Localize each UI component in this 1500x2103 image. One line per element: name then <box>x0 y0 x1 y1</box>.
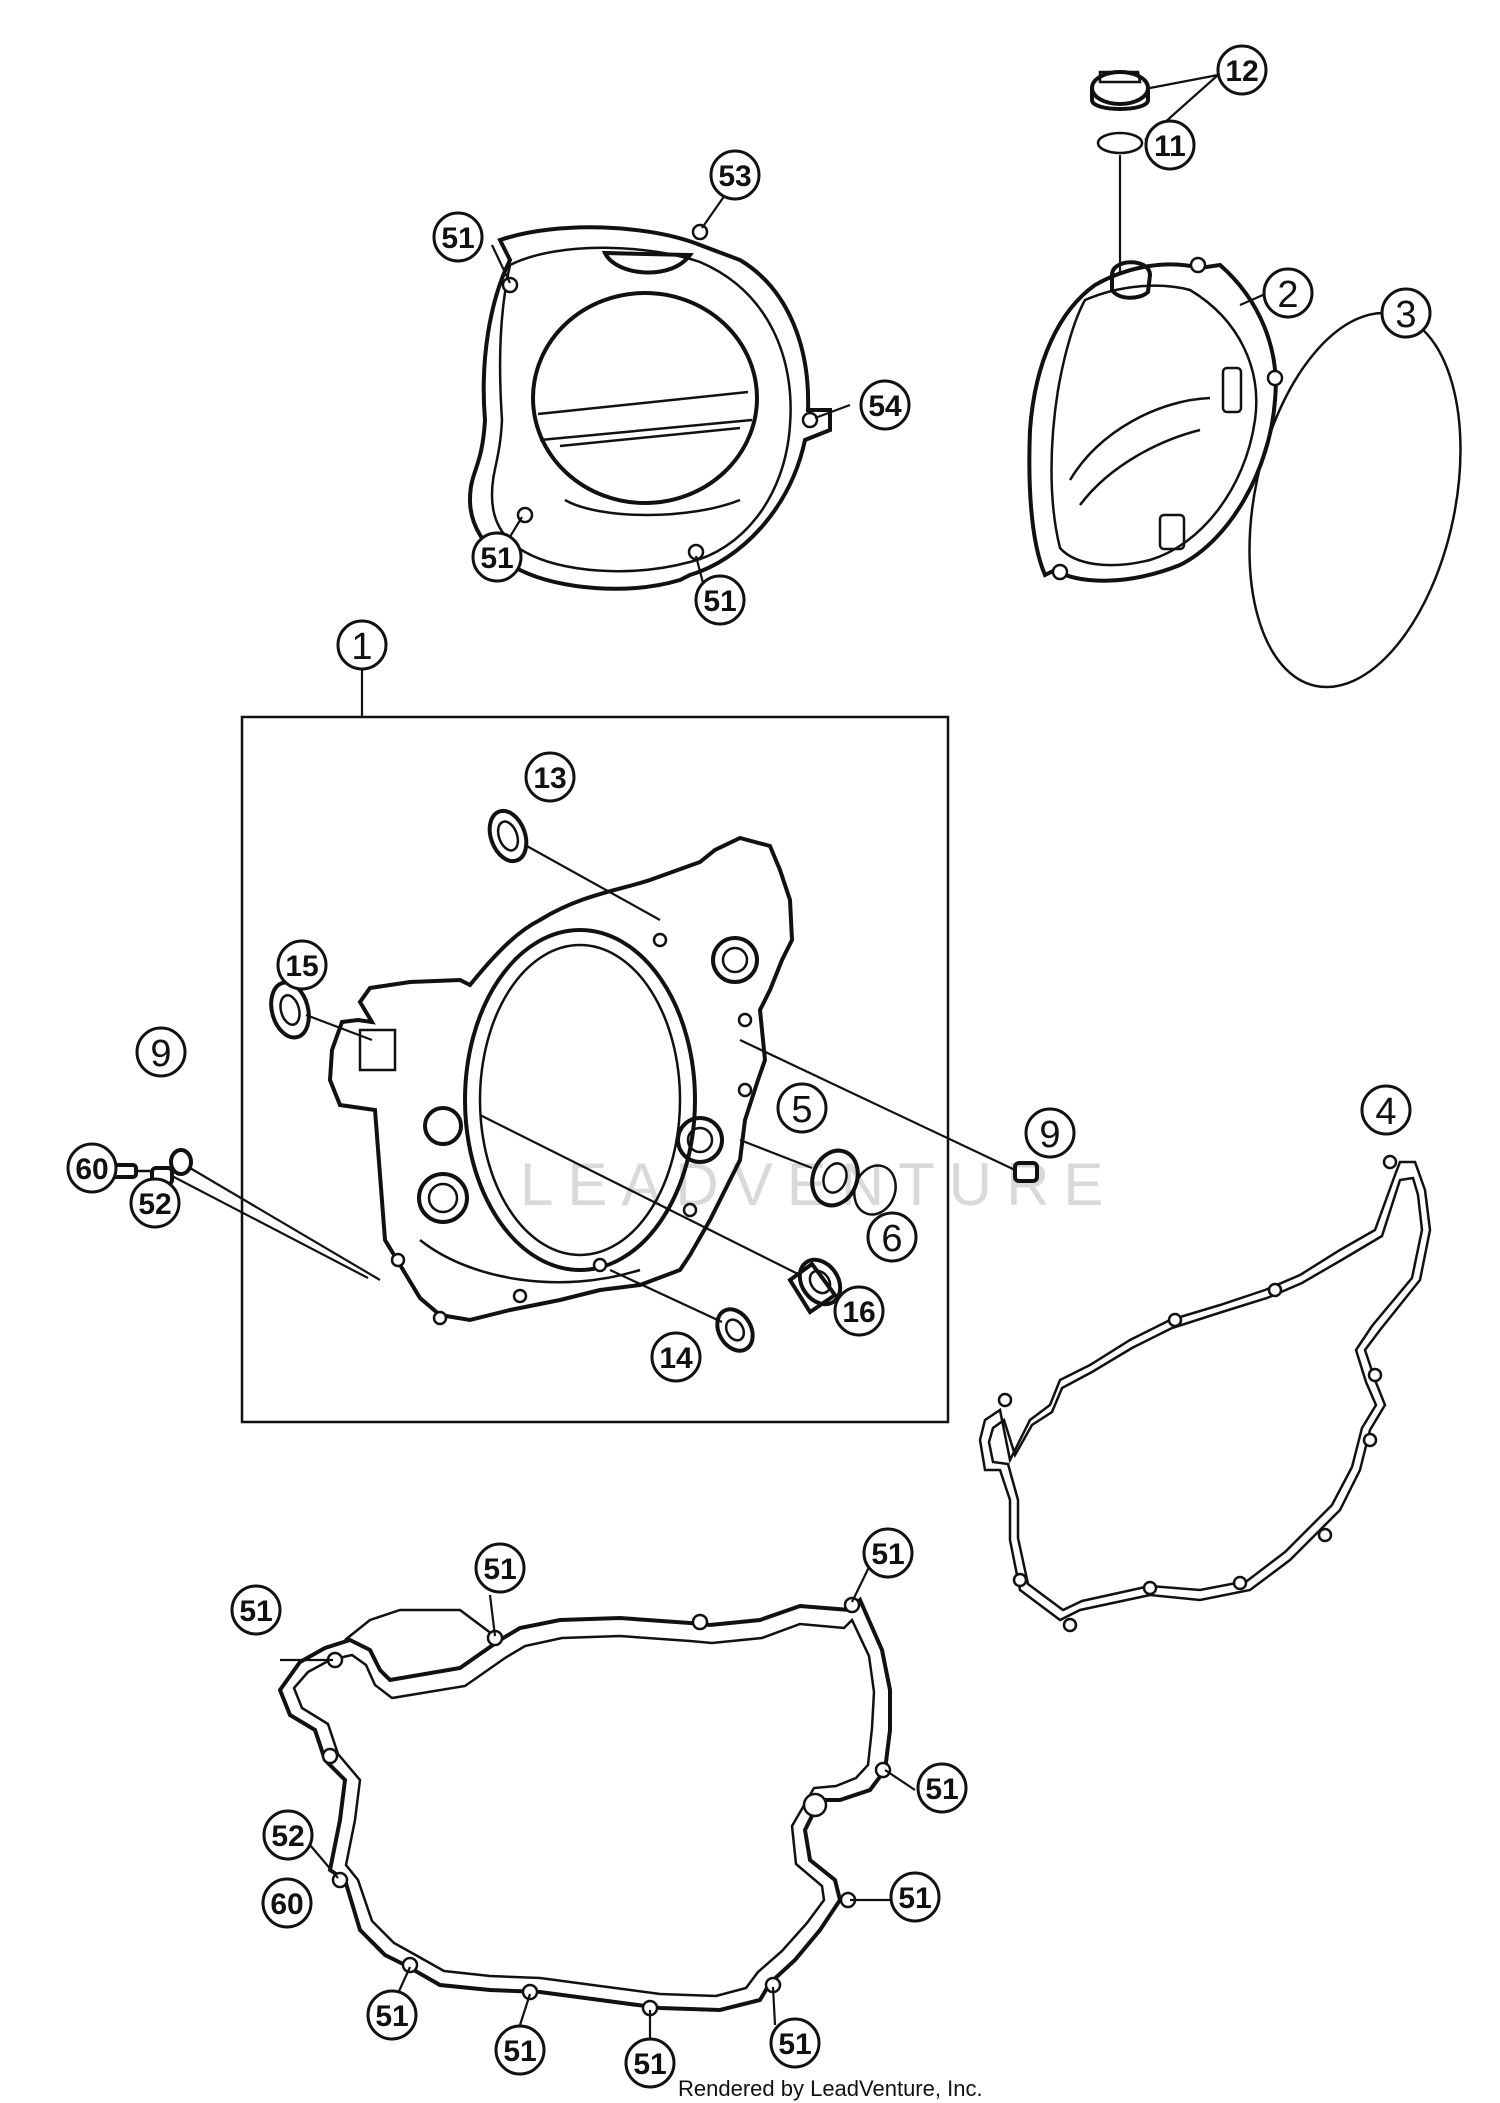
gasket-bottom <box>277 1596 892 2013</box>
dowel-9-right <box>1013 1161 1039 1183</box>
svg-text:2: 2 <box>1277 274 1298 316</box>
callout-52-gasket: 52 <box>262 1809 314 1861</box>
svg-text:60: 60 <box>75 1153 108 1186</box>
svg-text:51: 51 <box>375 2000 408 2033</box>
svg-text:9: 9 <box>1039 1114 1060 1156</box>
screw-60 <box>110 1163 150 1179</box>
svg-text:51: 51 <box>871 1538 904 1571</box>
svg-text:9: 9 <box>150 1033 171 1075</box>
callout-13: 13 <box>524 751 576 803</box>
circlip-6 <box>853 1164 897 1216</box>
callout-11: 11 <box>1144 119 1196 171</box>
seal-14 <box>715 1307 755 1353</box>
svg-text:51: 51 <box>633 2048 666 2081</box>
svg-text:4: 4 <box>1375 1091 1396 1133</box>
svg-text:52: 52 <box>271 1820 304 1853</box>
callout-51-gasket-i: 51 <box>769 2017 821 2069</box>
svg-text:15: 15 <box>285 950 318 983</box>
callout-15: 15 <box>276 939 328 991</box>
callout-6: 6 <box>866 1211 918 1263</box>
callout-4: 4 <box>1360 1084 1412 1136</box>
callout-1: 1 <box>336 619 388 671</box>
callout-60-left: 60 <box>66 1142 118 1194</box>
footer-credit: Rendered by LeadVenture, Inc. <box>678 2076 983 2101</box>
svg-text:51: 51 <box>703 585 736 618</box>
inner-clutch-cover <box>1027 256 1284 583</box>
bearing-16 <box>787 1257 843 1315</box>
callout-5: 5 <box>776 1082 828 1134</box>
svg-text:52: 52 <box>138 1188 171 1221</box>
svg-text:53: 53 <box>718 160 751 193</box>
callout-51-gasket-a: 51 <box>230 1584 282 1636</box>
callout-12: 12 <box>1216 44 1268 96</box>
callout-51-gasket-g: 51 <box>494 2024 546 2076</box>
callout-14: 14 <box>650 1331 702 1383</box>
svg-text:11: 11 <box>1154 130 1186 163</box>
svg-text:16: 16 <box>842 1296 875 1329</box>
oil-filler-cap <box>1090 70 1150 111</box>
svg-text:1: 1 <box>351 626 372 668</box>
svg-text:51: 51 <box>925 1773 958 1806</box>
callout-51-cover-bottom-left: 51 <box>471 531 523 583</box>
callout-60-gasket: 60 <box>261 1877 313 1929</box>
callout-51-gasket-e: 51 <box>889 1871 941 1923</box>
svg-text:51: 51 <box>480 542 513 575</box>
cover-o-ring <box>1248 311 1462 689</box>
callout-51-gasket-f: 51 <box>366 1989 418 2041</box>
callout-2: 2 <box>1262 267 1314 319</box>
callout-9-right: 9 <box>1024 1107 1076 1159</box>
callout-51-gasket-b: 51 <box>474 1542 526 1594</box>
callout-51-cover-top-left: 51 <box>432 211 484 263</box>
callout-54: 54 <box>859 379 911 431</box>
seal-15 <box>269 980 311 1040</box>
assembly-box <box>240 715 950 1424</box>
svg-text:54: 54 <box>868 390 902 423</box>
washer-52 <box>169 1148 193 1176</box>
svg-text:51: 51 <box>898 1882 931 1915</box>
svg-text:51: 51 <box>483 1553 516 1586</box>
callout-16: 16 <box>833 1285 885 1337</box>
outer-clutch-cover <box>467 223 832 591</box>
callout-51-gasket-h: 51 <box>624 2037 676 2089</box>
callout-52-left: 52 <box>129 1177 181 1229</box>
svg-text:14: 14 <box>659 1342 693 1375</box>
seal-13 <box>487 808 529 864</box>
main-clutch-cover <box>327 835 795 1326</box>
svg-text:51: 51 <box>441 222 474 255</box>
svg-text:12: 12 <box>1225 55 1258 88</box>
callout-53: 53 <box>709 149 761 201</box>
filler-cap-o-ring <box>1096 131 1144 155</box>
svg-text:51: 51 <box>239 1595 272 1628</box>
svg-text:3: 3 <box>1395 294 1416 336</box>
callout-3: 3 <box>1380 287 1432 339</box>
svg-text:60: 60 <box>270 1888 303 1921</box>
callout-51-gasket-c: 51 <box>862 1527 914 1579</box>
svg-text:13: 13 <box>533 762 566 795</box>
svg-text:51: 51 <box>778 2028 811 2061</box>
svg-text:6: 6 <box>881 1218 902 1260</box>
svg-text:5: 5 <box>791 1089 812 1131</box>
callout-9-left: 9 <box>135 1026 187 1078</box>
callout-51-cover-bottom-right: 51 <box>694 574 746 626</box>
svg-text:51: 51 <box>503 2035 536 2068</box>
callout-51-gasket-d: 51 <box>916 1762 968 1814</box>
gasket-4 <box>978 1160 1432 1622</box>
